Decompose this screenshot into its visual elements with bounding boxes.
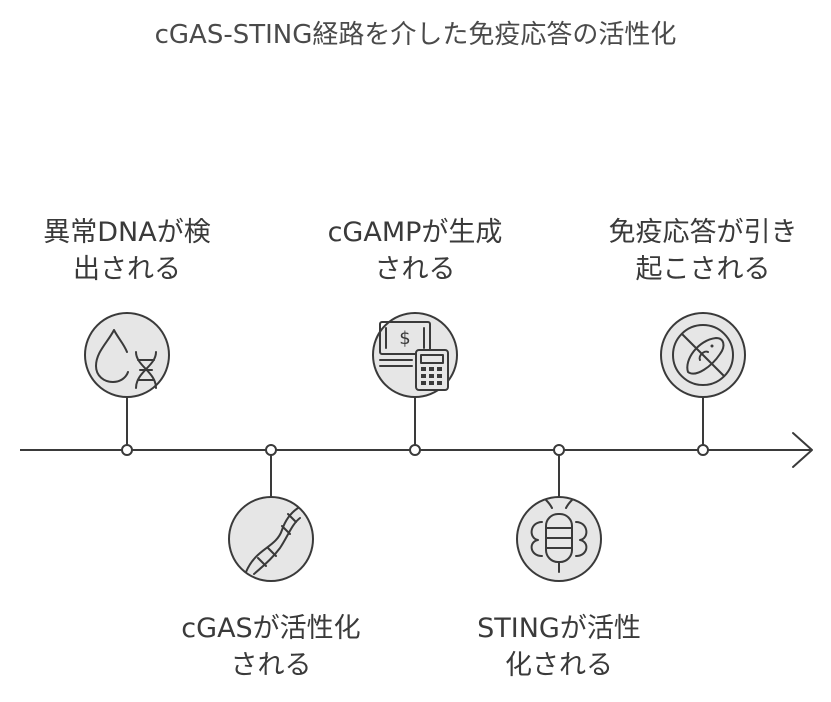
no-bacteria-icon <box>672 324 734 386</box>
step-5-label: 免疫応答が引き 起こされる <box>608 217 798 285</box>
step-2-label: cGASが活性化 される <box>181 613 361 681</box>
money-calculator-icon: $ <box>379 321 449 391</box>
timeline-arrowhead <box>792 432 813 468</box>
step-2-icon-circle <box>228 496 314 582</box>
bug-icon <box>530 499 588 573</box>
timeline-step-5 <box>660 312 746 456</box>
dna-helix-icon <box>245 507 301 575</box>
droplet-dna-icon <box>95 329 157 389</box>
timeline-node-3 <box>409 444 421 456</box>
step-1-label: 異常DNAが検 出される <box>43 217 211 285</box>
diagram-title: cGAS-STING経路を介した免疫応答の活性化 <box>154 20 677 50</box>
timeline-step-2 <box>228 444 314 582</box>
timeline-step-4 <box>516 444 602 582</box>
step-4-label: STINGが活性 化される <box>477 613 641 681</box>
step-3-label: cGAMPが生成 される <box>327 217 503 285</box>
timeline-node-4 <box>553 444 565 456</box>
timeline-node-2 <box>265 444 277 456</box>
timeline-step-3: $ <box>372 312 458 456</box>
svg-text:$: $ <box>399 328 410 349</box>
step-1-icon-circle <box>84 312 170 398</box>
timeline-node-5 <box>697 444 709 456</box>
timeline-node-1 <box>121 444 133 456</box>
timeline-step-1 <box>84 312 170 456</box>
